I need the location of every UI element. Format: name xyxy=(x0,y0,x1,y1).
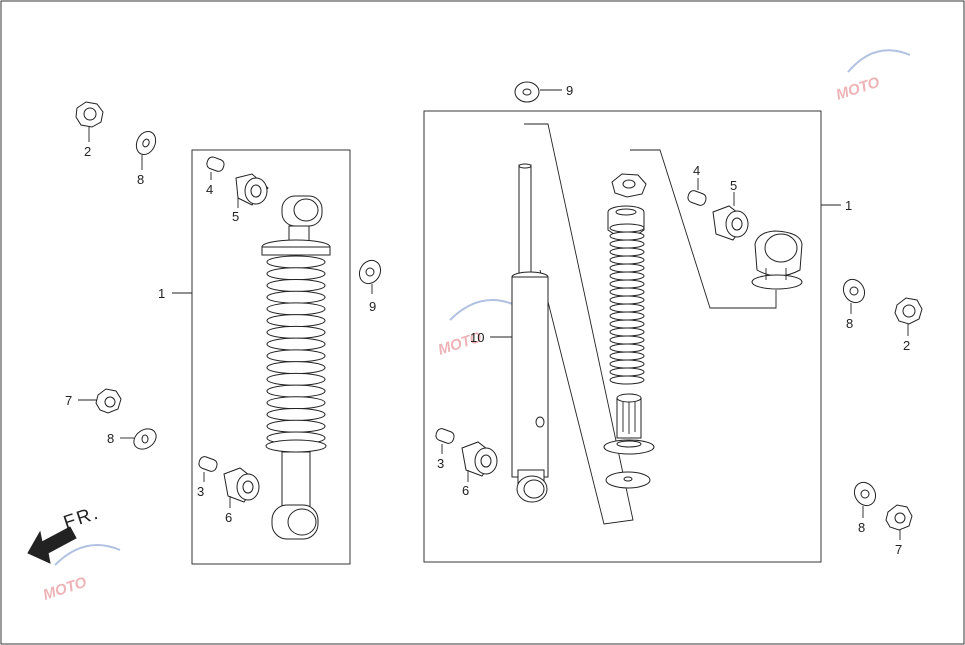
upper-mount-eye-icon xyxy=(751,230,803,290)
shock-absorber-left-icon xyxy=(261,195,331,540)
spring-coil xyxy=(609,239,645,249)
spring-coil xyxy=(609,279,645,289)
right-callout-9: 9 xyxy=(566,83,573,98)
washer-icon xyxy=(120,428,157,450)
spring-coil xyxy=(609,303,645,313)
spring-coil xyxy=(609,335,645,345)
coil-spring-icon xyxy=(609,223,645,385)
washer-icon xyxy=(853,481,877,518)
spring-coil xyxy=(609,247,645,257)
shock-damper-body-icon xyxy=(511,163,549,503)
spring-coil xyxy=(266,267,326,281)
bushing-pin-icon xyxy=(206,156,225,180)
spring-coil xyxy=(609,375,645,385)
right-callout-6: 6 xyxy=(462,483,469,498)
spring-coil xyxy=(266,314,326,328)
bushing-pin-icon xyxy=(687,178,707,206)
left-callout-4: 4 xyxy=(206,182,213,197)
spring-coil xyxy=(266,419,326,433)
spring-coil xyxy=(266,361,326,375)
left-callout-9: 9 xyxy=(369,299,376,314)
watermark-top-right: MOTO xyxy=(834,49,911,104)
rubber-bushing-icon xyxy=(223,467,260,508)
right-callout-3: 3 xyxy=(437,456,444,471)
washer-icon xyxy=(605,471,651,489)
right-callout-10: 10 xyxy=(470,330,484,345)
bushing-pin-icon xyxy=(435,428,455,454)
hex-nut-icon xyxy=(894,297,923,336)
right-assembly-box xyxy=(423,110,822,563)
right-callout-1: 1 xyxy=(845,198,852,213)
watermark-text: MOTO xyxy=(41,574,89,604)
washer-icon xyxy=(358,259,382,294)
washer-icon xyxy=(135,130,157,170)
spring-coil xyxy=(266,325,326,339)
spring-coil xyxy=(609,295,645,305)
spring-coil xyxy=(609,287,645,297)
front-direction-arrow-icon xyxy=(27,526,77,564)
watermark-text: MOTO xyxy=(834,74,882,104)
bushing-pin-icon xyxy=(198,456,218,482)
spring-coil xyxy=(609,327,645,337)
cap-nut-icon xyxy=(885,504,913,540)
left-callout-1: 1 xyxy=(158,286,165,301)
right-callout-8-bottom: 8 xyxy=(858,520,865,535)
washer-icon xyxy=(842,278,866,314)
spring-coil xyxy=(609,311,645,321)
left-callout-8-bottom: 8 xyxy=(107,431,114,446)
spring-retainer-icon xyxy=(603,393,655,455)
right-callout-7: 7 xyxy=(895,542,902,557)
spring-coil xyxy=(266,349,326,363)
left-assembly-box xyxy=(191,149,351,565)
spring-coil xyxy=(609,255,645,265)
spring-coil xyxy=(609,343,645,353)
spring-adjuster-nut-icon xyxy=(611,173,647,198)
spring-coil xyxy=(266,278,326,292)
right-callout-8-top: 8 xyxy=(846,316,853,331)
washer-icon xyxy=(514,81,562,103)
rubber-bushing-icon xyxy=(712,192,749,241)
spring-coil xyxy=(609,351,645,361)
spring-coil xyxy=(609,263,645,273)
spring-coil xyxy=(266,302,326,316)
spring-coil xyxy=(609,367,645,377)
spring-coil xyxy=(266,408,326,422)
left-callout-3: 3 xyxy=(197,484,204,499)
hex-nut-icon xyxy=(75,101,104,142)
spring-coil xyxy=(609,231,645,241)
left-callout-5: 5 xyxy=(232,209,239,224)
right-callout-2: 2 xyxy=(903,338,910,353)
left-callout-8-top: 8 xyxy=(137,172,144,187)
right-callout-5: 5 xyxy=(730,178,737,193)
rubber-bushing-icon xyxy=(235,173,269,208)
cap-nut-icon xyxy=(78,388,122,414)
spring-coil xyxy=(266,290,326,304)
spring-coil xyxy=(609,271,645,281)
spring-coil xyxy=(266,337,326,351)
left-callout-7: 7 xyxy=(65,393,72,408)
spring-coil xyxy=(266,255,326,269)
front-direction-label: FR. xyxy=(61,502,102,533)
watermark-bottom-left: MOTO xyxy=(41,544,121,604)
spring-coil xyxy=(266,396,326,410)
spring-coil xyxy=(266,384,326,398)
left-callout-6: 6 xyxy=(225,510,232,525)
spring-coil xyxy=(609,359,645,369)
spring-coil xyxy=(609,319,645,329)
left-callout-2: 2 xyxy=(84,144,91,159)
spring-coil xyxy=(609,223,645,233)
spring-coil xyxy=(266,372,326,386)
rubber-bushing-icon xyxy=(461,441,498,482)
right-callout-4: 4 xyxy=(693,163,700,178)
